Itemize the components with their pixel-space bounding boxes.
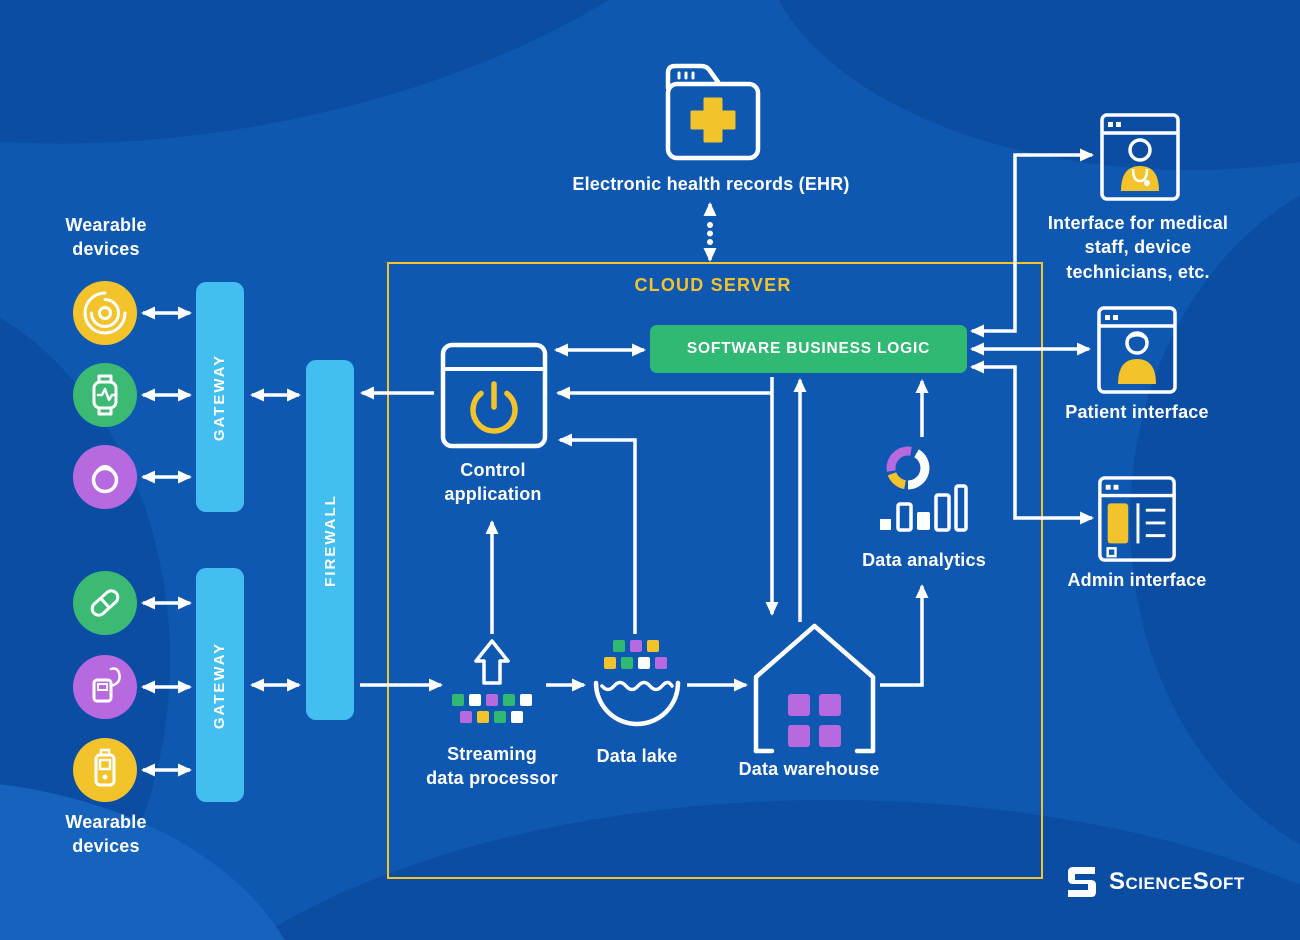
device-gateway-arrows — [141, 306, 192, 777]
insulin-pump-icon — [92, 667, 121, 703]
data-warehouse-label: Data warehouse — [738, 759, 880, 779]
firewall-label: FIREWALL — [321, 493, 339, 587]
lake-bowl-icon — [593, 640, 681, 727]
logic-interface-arrows — [970, 148, 1094, 525]
software-business-logic: SOFTWARE BUSINESS LOGIC — [650, 325, 967, 373]
motion-sensor-icon — [83, 291, 127, 335]
smart-ring-icon — [91, 465, 119, 494]
device-insulin-pump — [73, 655, 137, 719]
brand-name: ScienceSoft — [1109, 868, 1245, 895]
medical-folder-icon — [665, 63, 761, 161]
glucose-meter-icon — [94, 748, 116, 787]
device-smartwatch — [73, 363, 137, 427]
cloud-server-box — [387, 262, 1043, 879]
cloud-internal-arrows — [485, 343, 929, 692]
device-smart-pill — [73, 571, 137, 635]
warehouse-icon — [753, 623, 876, 754]
gateway-2-label: GATEWAY — [211, 641, 229, 729]
sciencesoft-logo-icon — [1068, 867, 1096, 897]
ehr-cloud-arrow — [703, 202, 717, 262]
device-smart-ring — [73, 445, 137, 509]
admin-window-icon — [1098, 476, 1176, 562]
donut-bar-chart-icon — [880, 446, 968, 532]
interface-admin-label: Admin interface — [1067, 570, 1207, 590]
power-window-icon — [440, 342, 548, 449]
gateway-1-label: GATEWAY — [211, 353, 229, 441]
data-lake-label: Data lake — [596, 746, 678, 766]
doctor-window-icon — [1100, 113, 1180, 201]
upload-arrow-squares-icon — [452, 639, 532, 723]
brand-logo: ScienceSoft — [1064, 864, 1245, 900]
gateway-firewall-arrows — [250, 388, 301, 692]
smart-pill-icon — [90, 589, 120, 617]
firewall-cloud-arrows — [360, 386, 443, 692]
gateway-2: GATEWAY — [196, 568, 244, 802]
cloud-server-title: CLOUD SERVER — [634, 275, 792, 295]
ehr-label: Electronic health records (EHR) — [572, 174, 850, 194]
firewall: FIREWALL — [306, 360, 354, 720]
data-analytics-label: Data analytics — [862, 550, 986, 570]
device-motion-sensor — [73, 281, 137, 345]
patient-window-icon — [1097, 306, 1177, 394]
device-glucose-meter — [73, 738, 137, 802]
smartwatch-icon — [92, 374, 118, 416]
gateway-1: GATEWAY — [196, 282, 244, 512]
interface-patient-label: Patient interface — [1065, 402, 1209, 422]
